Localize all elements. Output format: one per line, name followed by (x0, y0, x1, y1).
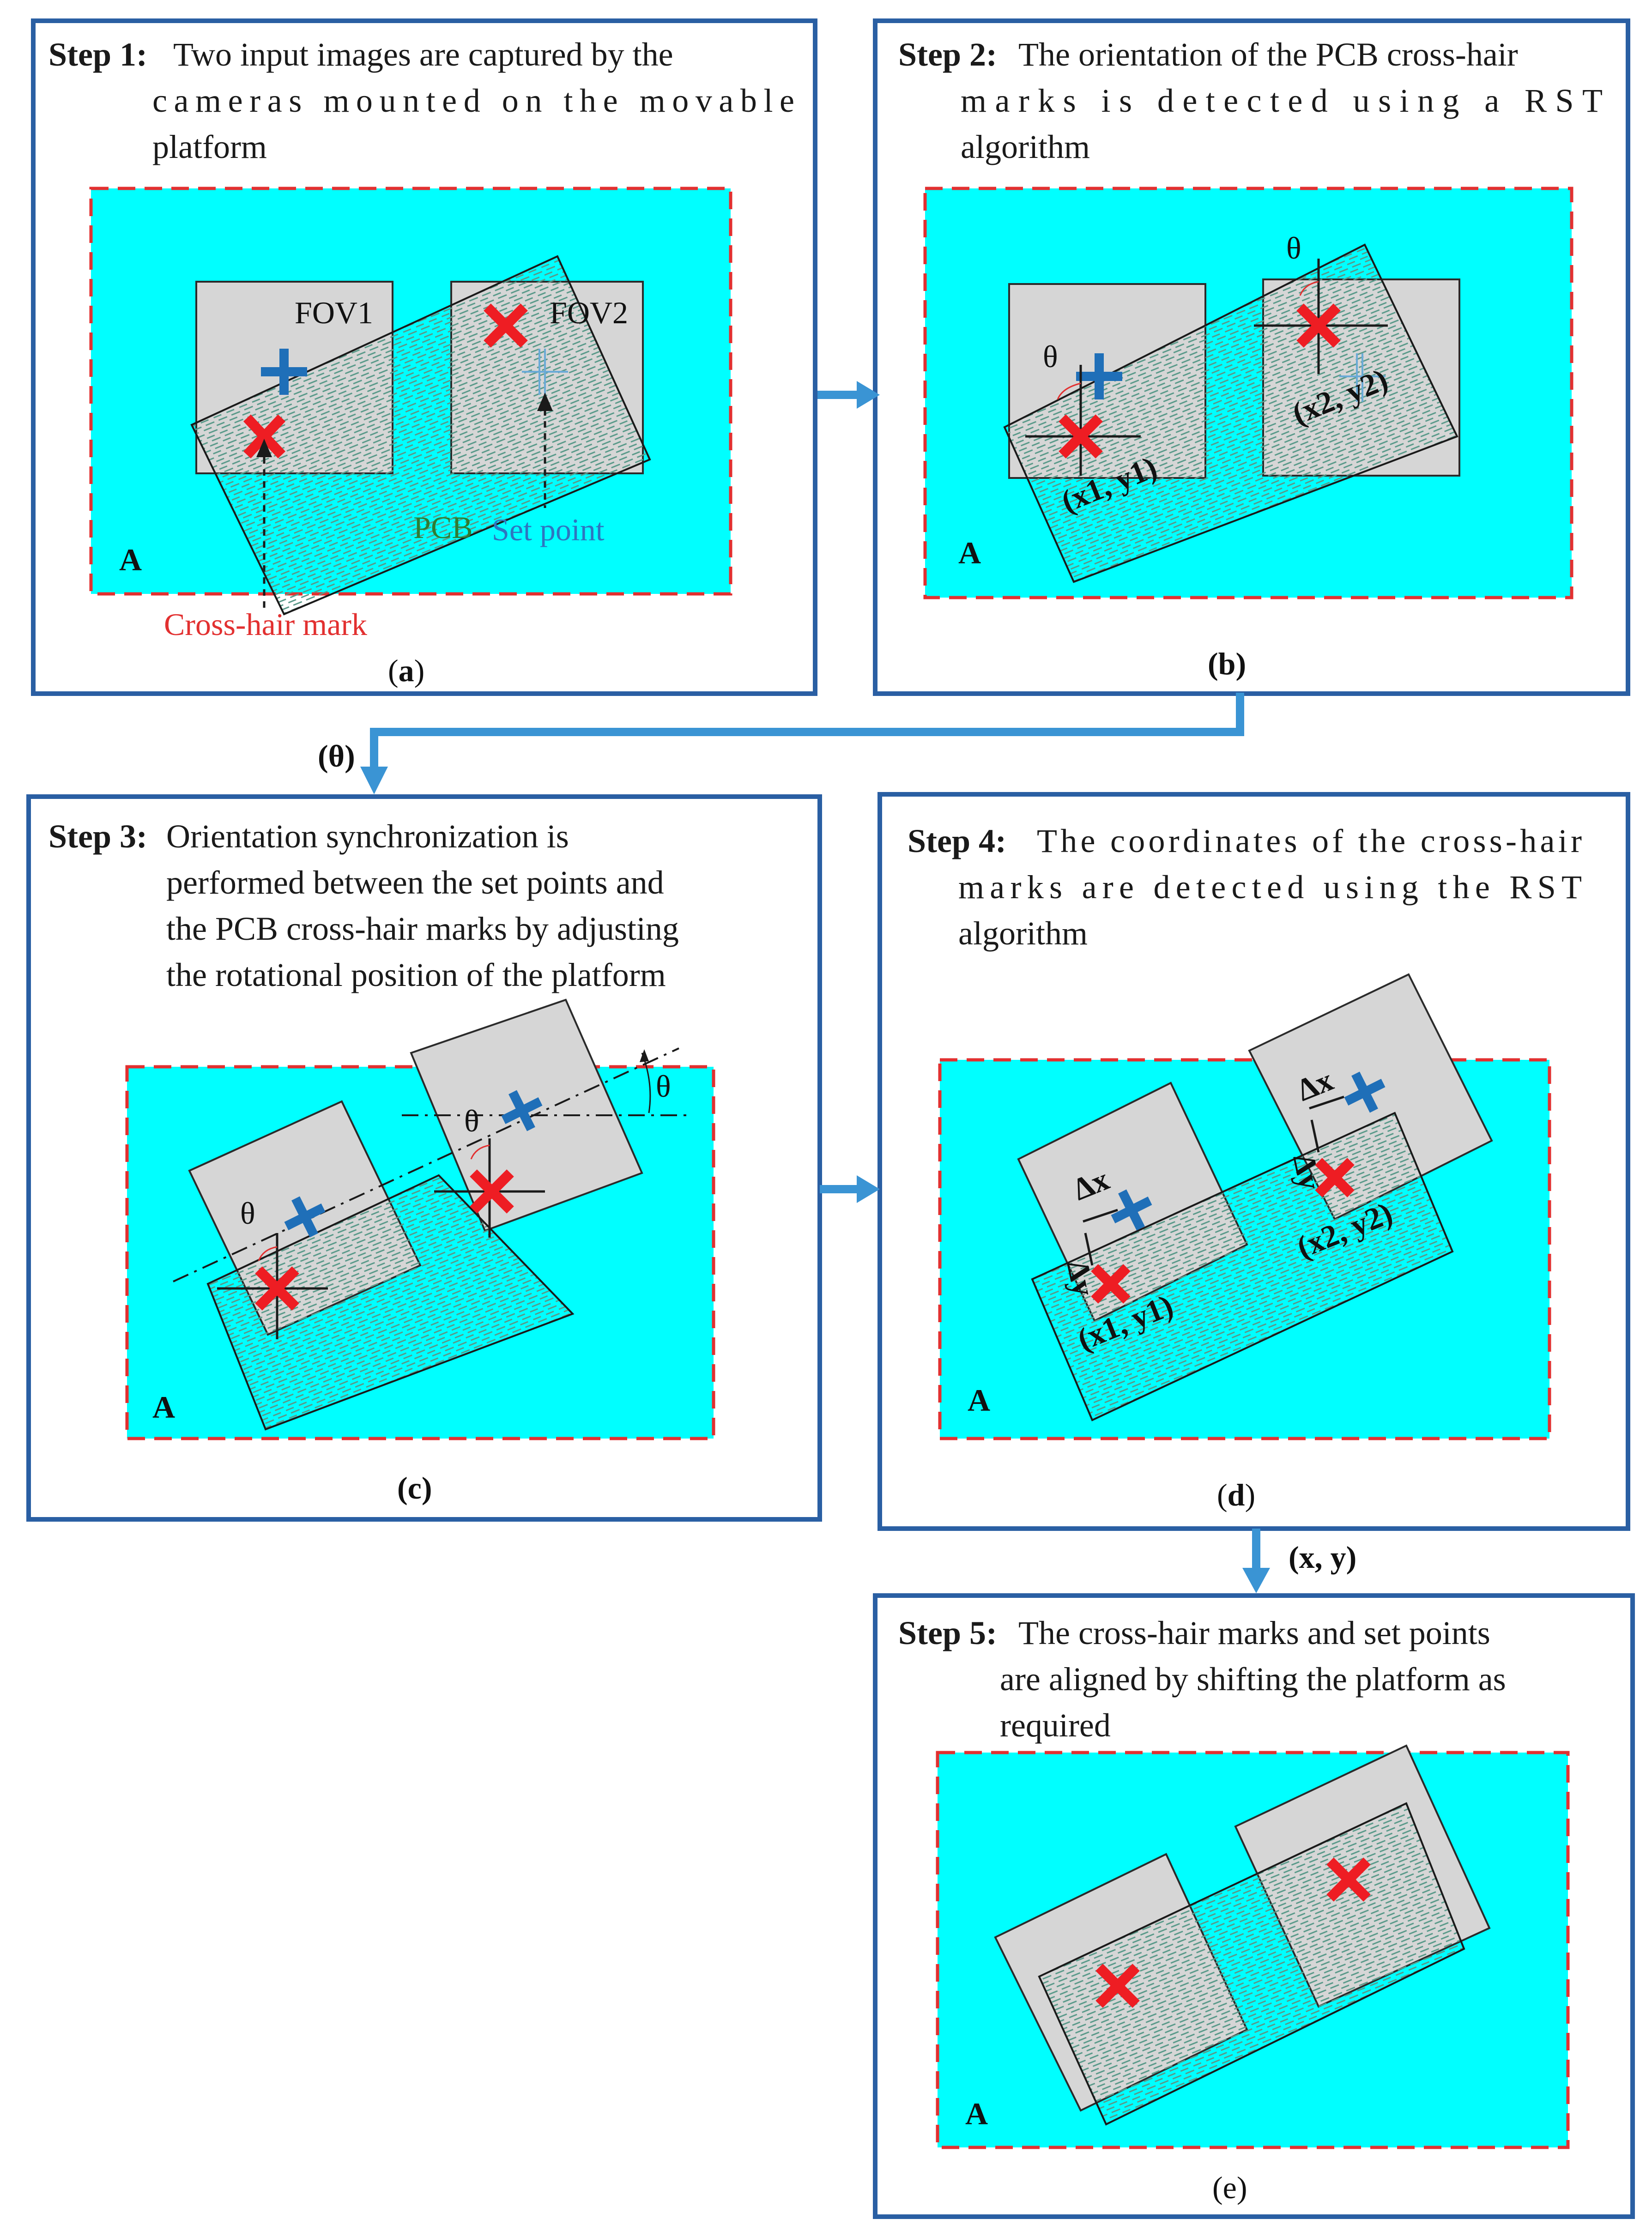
panel-d-step-label: Step 4: (908, 822, 1006, 859)
panel-e-cross-hair-mark-1 (1095, 1964, 1140, 2008)
panel-a-line-3: platform (152, 128, 267, 165)
panel-d-dx-arrow-2 (1309, 1095, 1344, 1110)
panel-c-caption: (c) (397, 1470, 432, 1505)
flow-xy-label: (x, y) (1289, 1540, 1356, 1575)
panel-b-cross-hair-mark-1 (1059, 414, 1103, 459)
panel-e-line-3: required (1000, 1707, 1111, 1744)
panel-a-pcb-label: PCB (413, 510, 473, 545)
panel-d-area-label: A (968, 1383, 990, 1418)
panel-e-line-1: The cross-hair marks and set points (1018, 1614, 1490, 1651)
panel-a-step-label: Step 1: (48, 36, 147, 73)
panel-c-theta-main: θ (656, 1069, 671, 1104)
panel-d-set-point-1 (1111, 1189, 1152, 1231)
panel-a-guide-1-arrowhead (256, 439, 272, 457)
panel-d-dy-arrow-2 (1310, 1119, 1320, 1153)
panel-a-cross-hair-mark-1 (243, 414, 286, 459)
panel-e-step-label: Step 5: (898, 1614, 997, 1651)
flow-arrow-d-to-e (1242, 1529, 1270, 1593)
panel-b-set-point-2 (1339, 353, 1386, 402)
panel-c-line-3: the PCB cross-hair marks by adjusting (166, 910, 679, 947)
panel-a-guide-2-arrowhead (537, 393, 553, 411)
panel-c-line-4: the rotational position of the platform (166, 956, 666, 993)
panel-c-pcb (206, 1174, 575, 1431)
flow-arrow-a-to-b (817, 381, 880, 409)
panel-e-area-label: A (965, 2096, 988, 2131)
panel-a-caption-open: ( (388, 653, 399, 688)
panel-c-angle-arc-2 (470, 1144, 490, 1160)
panel-c-area-label: A (152, 1390, 175, 1425)
panel-a-cross-hair-label: Cross-hair mark (164, 607, 367, 642)
panel-e-caption: (e) (1212, 2170, 1247, 2205)
panel-d-line-2: marks are detected using the RST (958, 869, 1582, 906)
panel-b-set-point-1 (1076, 353, 1122, 399)
panel-e-line-2: are aligned by shifting the platform as (1000, 1661, 1506, 1698)
panel-a-cross-hair-mark-2 (484, 303, 528, 348)
panel-d: Step 4: The coordinates of the cross-hai… (877, 792, 1630, 1531)
panel-b-area-label: A (958, 535, 981, 570)
panel-a-line-1: Two input images are captured by the (173, 36, 673, 73)
panel-d-caption-close: ) (1245, 1477, 1255, 1512)
panel-d-dx-arrow-1 (1083, 1209, 1118, 1223)
panel-a: Step 1: Two input images are captured by… (31, 18, 817, 696)
panel-c-step-label: Step 3: (48, 818, 147, 855)
panel-e: Step 5: The cross-hair marks and set poi… (873, 1593, 1635, 2219)
panel-e-cross-hair-mark-2 (1326, 1857, 1371, 1902)
panel-d-set-point-2 (1344, 1071, 1386, 1113)
panel-b-pcb (1003, 243, 1458, 583)
panel-d-dy-arrow-1 (1084, 1233, 1094, 1266)
panel-d-cross-hair-mark-1 (1091, 1264, 1131, 1304)
panel-c-angle-arc-1 (258, 1246, 278, 1261)
panel-a-set-point-2 (522, 349, 568, 395)
panel-d-caption-open: ( (1217, 1477, 1228, 1512)
panel-d-cross-hair-mark-2 (1315, 1158, 1355, 1197)
panel-b-cross-hair-mark-2 (1296, 303, 1341, 348)
panel-a-area-label: A (119, 542, 142, 577)
panel-c-theta-1: θ (240, 1196, 255, 1231)
panel-a-caption-letter: a (399, 653, 414, 688)
panel-b-angle-arc-1 (1057, 382, 1081, 400)
panel-c-theta-2: θ (464, 1103, 479, 1138)
panel-a-fov1-label: FOV1 (295, 295, 373, 330)
panel-d-dy-2: Δy (1286, 1151, 1328, 1193)
panel-c-line-1: Orientation synchronization is (166, 818, 569, 855)
panel-c-cross-hair-mark-1 (255, 1266, 299, 1311)
panel-b-line-3: algorithm (961, 128, 1090, 165)
panel-a-caption: (a) (388, 653, 424, 688)
panel-a-set-point-1 (261, 349, 307, 395)
panel-b-theta-1: θ (1043, 339, 1058, 374)
flow-arrow-c-to-d (820, 1175, 880, 1203)
panel-d-caption-letter: d (1228, 1477, 1245, 1512)
panel-a-set-point-label: Set point (492, 512, 605, 547)
panel-a-caption-close: ) (414, 653, 425, 688)
panel-b: Step 2: The orientation of the PCB cross… (873, 18, 1630, 696)
panel-a-pcb (190, 255, 651, 616)
panel-a-fov2-label: FOV2 (550, 295, 628, 330)
flow-theta-label: (θ) (318, 738, 355, 774)
panel-d-dy-1: Δy (1060, 1257, 1101, 1299)
panel-c-align-line (173, 1047, 679, 1282)
panel-c-line-2: performed between the set points and (166, 864, 664, 901)
panel-b-line-1: The orientation of the PCB cross-hair (1018, 36, 1518, 73)
panel-a-line-2: cameras mounted on the movable (152, 82, 794, 119)
panel-b-step-label: Step 2: (898, 36, 997, 73)
panel-b-theta-2: θ (1286, 230, 1301, 266)
panel-c-angle-arc-arrowhead (640, 1049, 649, 1062)
panel-d-line-3: algorithm (958, 915, 1088, 952)
panel-b-angle-arc-2 (1299, 281, 1319, 296)
panel-c-set-point-1 (284, 1196, 326, 1238)
panel-d-caption: (d) (1217, 1477, 1255, 1512)
panel-c-set-point-2 (501, 1090, 543, 1131)
panel-c: Step 3: Orientation synchronization is p… (26, 794, 822, 1522)
panel-b-caption: (b) (1208, 646, 1246, 681)
panel-c-cross-hair-mark-2 (470, 1169, 514, 1214)
flow-arrow-b-to-c (360, 693, 1244, 794)
